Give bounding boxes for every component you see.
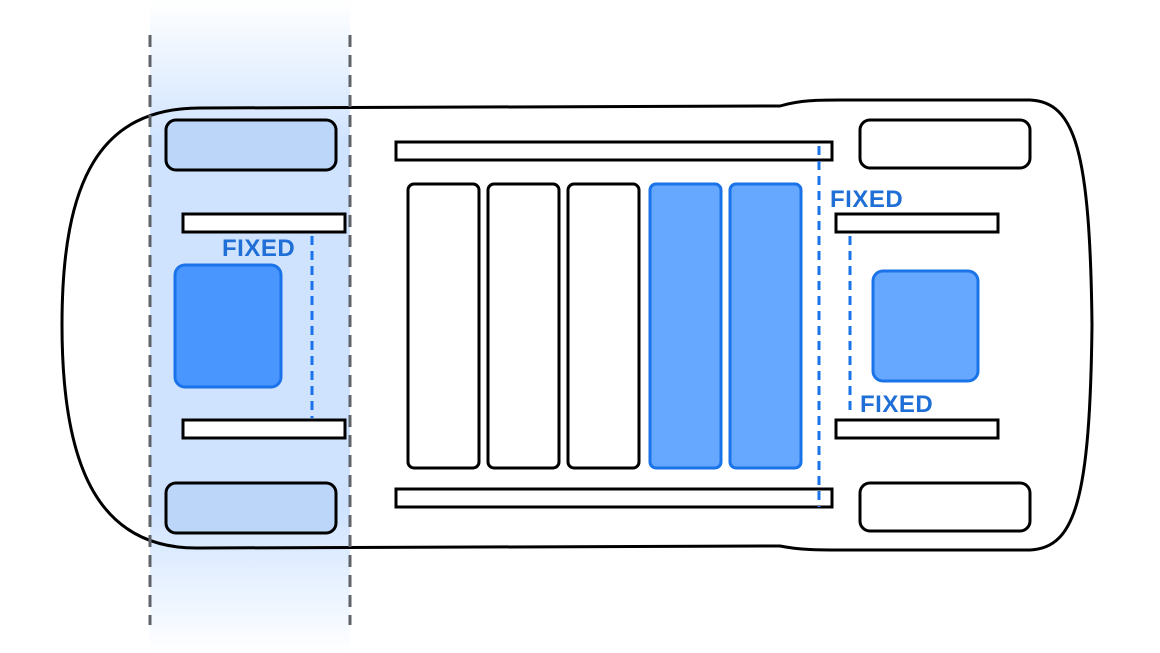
front-lower-rail [181,418,347,440]
slot-4-highlighted [648,182,723,470]
front-upper-rail [181,212,347,234]
rear-left-seat [858,118,1032,170]
rear-lower-rail [834,418,1000,440]
front-highlight-block [173,263,283,389]
slot-3 [566,182,641,470]
slot-5-highlighted [728,182,803,470]
rear-highlight-block [871,269,980,383]
rear-lower-fixed-label: FIXED [860,391,933,418]
middle-upper-rail [394,140,834,162]
middle-lower-rail [394,487,834,509]
front-fixed-label: FIXED [222,235,295,262]
rear-upper-rail [834,212,1000,234]
slot-1 [406,182,481,470]
front-right-seat [164,481,338,535]
slot-2 [486,182,561,470]
rear-upper-fixed-label: FIXED [830,186,903,213]
rear-right-seat [858,481,1032,533]
front-left-seat [164,118,338,172]
vehicle-body-outline [60,98,1094,552]
